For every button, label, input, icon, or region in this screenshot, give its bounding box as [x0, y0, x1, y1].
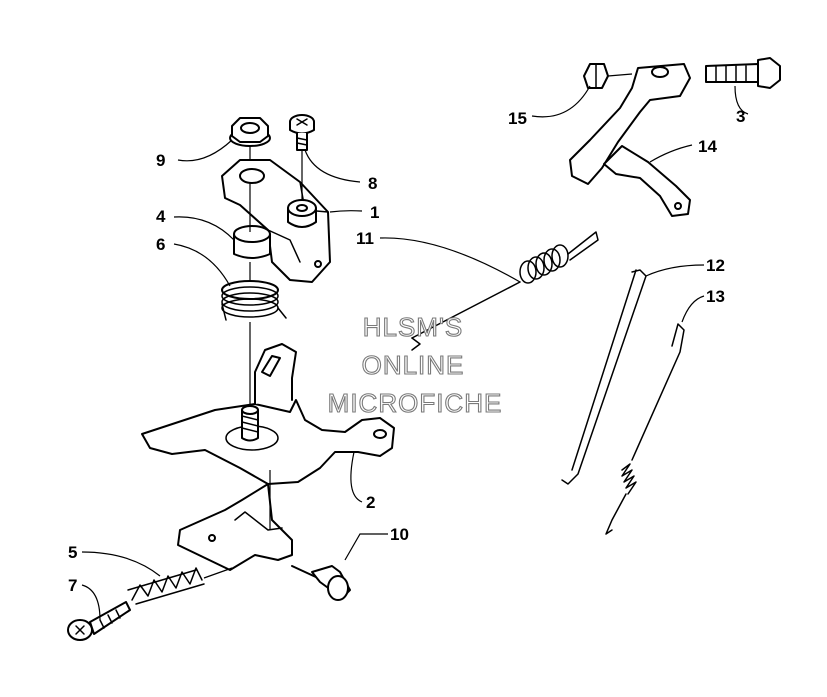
part-15-nut	[583, 63, 633, 89]
callout-14: 14	[698, 137, 717, 156]
callout-9: 9	[156, 151, 165, 170]
part-5-spring	[127, 567, 205, 605]
callout-5: 5	[68, 543, 77, 562]
part-1-bracket	[221, 159, 331, 283]
part-11-return-spring	[411, 231, 599, 351]
watermark-line-3: MICROFICHE	[328, 388, 503, 418]
part-14-arm	[569, 63, 691, 217]
watermark-line-1: HLSM'S	[363, 312, 464, 342]
part-2-lever-plate	[141, 343, 395, 571]
callout-13: 13	[706, 287, 725, 306]
part-8-screw	[289, 114, 315, 151]
part-7-screw	[67, 601, 131, 641]
callout-15: 15	[508, 109, 527, 128]
part-12-rod	[561, 269, 647, 485]
callout-4: 4	[156, 207, 166, 226]
part-3-bolt	[705, 57, 781, 89]
callout-2: 2	[366, 493, 375, 512]
watermark-line-2: ONLINE	[362, 350, 465, 380]
callout-6: 6	[156, 235, 165, 254]
part-4-collar	[233, 225, 271, 259]
callout-1: 1	[370, 203, 379, 222]
leader-lines	[81, 85, 749, 621]
assembly-lines	[203, 146, 303, 579]
callout-11: 11	[356, 229, 374, 248]
callout-3: 3	[736, 107, 745, 126]
part-10-bolt	[291, 565, 351, 601]
callout-12: 12	[706, 256, 725, 275]
callout-10: 10	[390, 525, 409, 544]
callout-7: 7	[68, 576, 77, 595]
part-6-torsion-spring	[221, 280, 287, 321]
part-9-flange-nut	[229, 117, 271, 147]
callout-labels: 1 2 3 4 5 6 7 8 9 10 11 12 13 14 15	[68, 107, 745, 595]
part-13-spring-rod	[605, 323, 685, 535]
callout-8: 8	[368, 174, 377, 193]
watermark: HLSM'S ONLINE MICROFICHE	[327, 311, 503, 418]
